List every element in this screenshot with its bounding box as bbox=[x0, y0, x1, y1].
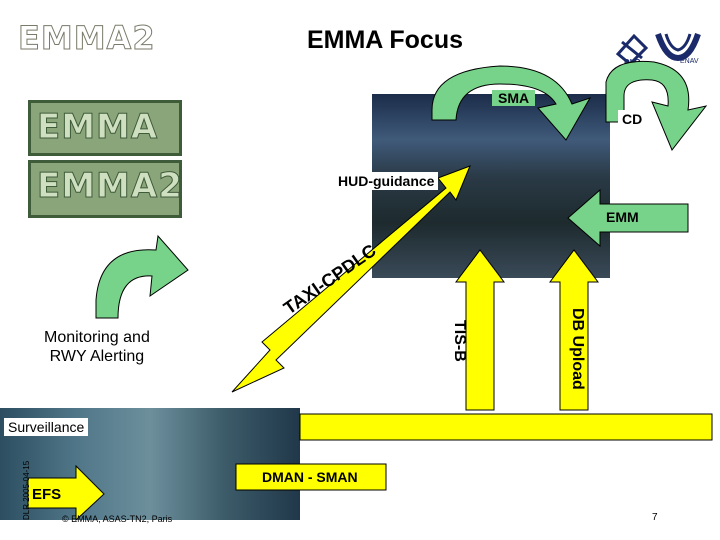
dman-sman-label: DMAN - SMAN bbox=[262, 469, 358, 485]
tis-b-label: TIS-B bbox=[451, 320, 468, 362]
emma2-logo-panel: EMMA2 bbox=[28, 160, 182, 218]
emma-logo-panel: EMMA bbox=[28, 100, 182, 156]
monitoring-line1: Monitoring and bbox=[44, 329, 150, 346]
emma2-logo-top-text: EMMA2 bbox=[18, 19, 156, 58]
enav-emblem-icon bbox=[655, 33, 701, 62]
monitoring-label: Monitoring and RWY Alerting bbox=[44, 328, 150, 366]
monitoring-line2: RWY Alerting bbox=[49, 348, 145, 365]
surveillance-label: Surveillance bbox=[4, 418, 89, 436]
sma-label: SMA bbox=[492, 90, 536, 106]
emma-logo-text: EMMA bbox=[37, 107, 159, 148]
taxi-cpdlc-arrow bbox=[231, 165, 471, 393]
enav-logo-text: ENAV bbox=[680, 58, 699, 65]
emma2-logo-top: EMMA2 bbox=[18, 18, 158, 66]
side-date-label: DLR 2005-04-15 bbox=[22, 460, 31, 520]
surveillance-bar bbox=[299, 413, 713, 441]
dlr-emblem-icon bbox=[615, 33, 649, 67]
efs-arrow bbox=[27, 464, 105, 522]
db-upload-label: DB Upload bbox=[569, 308, 586, 390]
hud-guidance-label: HUD-guidance bbox=[334, 172, 439, 190]
cd-label: CD bbox=[618, 110, 647, 128]
monitoring-curved-arrow bbox=[95, 234, 189, 319]
db-upload-arrow bbox=[549, 249, 599, 411]
tis-b-arrow bbox=[455, 249, 505, 411]
sma-curved-arrow bbox=[431, 65, 592, 141]
page-number: 7 bbox=[652, 512, 658, 523]
dman-sman-bar bbox=[235, 463, 387, 491]
slide-title: EMMA Focus bbox=[306, 26, 464, 54]
emma2-logo-mid-text: EMMA2 bbox=[37, 166, 183, 207]
enav-logo: ENAV bbox=[654, 28, 702, 70]
emm-label: EMM bbox=[606, 209, 639, 225]
cd-curved-arrow bbox=[605, 60, 708, 151]
emm-arrow bbox=[567, 188, 689, 248]
footer-copyright: © EMMA, ASAS-TN2, Paris bbox=[62, 514, 173, 524]
efs-label: EFS bbox=[32, 486, 62, 503]
